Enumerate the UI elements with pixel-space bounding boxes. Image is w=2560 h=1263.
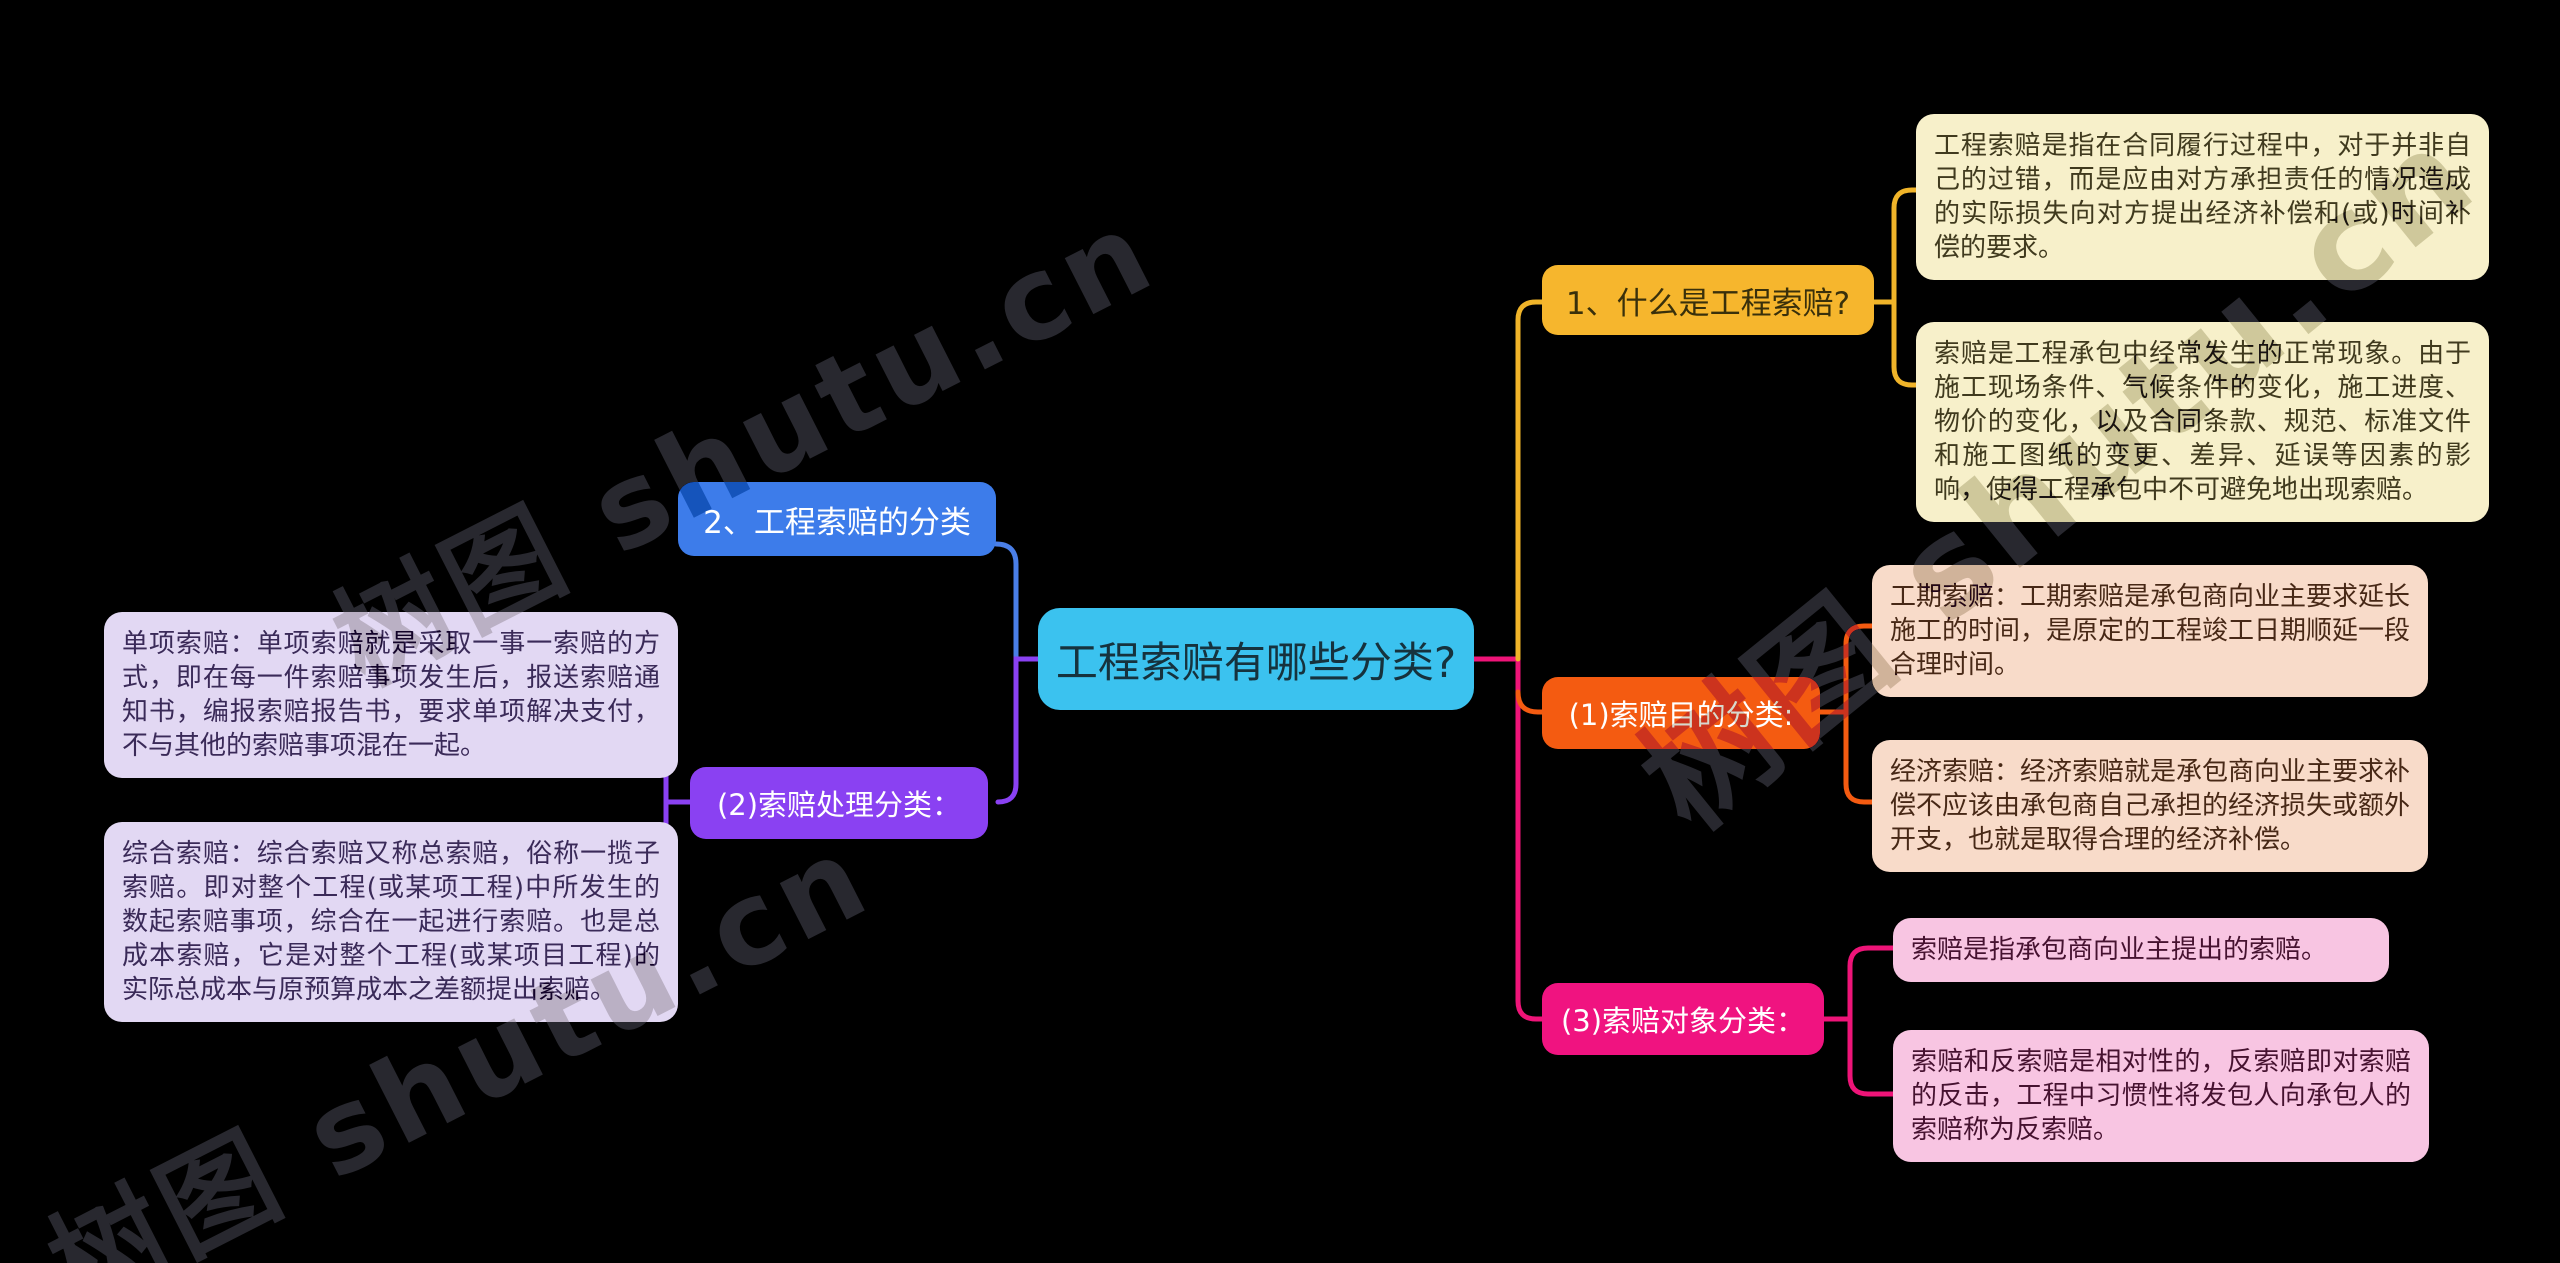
note-counterclaim[interactable]: 索赔和反索赔是相对性的，反索赔即对索赔的反击，工程中习惯性将发包人向承包人的索赔… xyxy=(1893,1030,2429,1162)
sub-node-purpose-classification[interactable]: (1)索赔目的分类: xyxy=(1542,677,1820,749)
note-comprehensive-claim[interactable]: 综合索赔：综合索赔又称总索赔，俗称一揽子索赔。即对整个工程(或某项工程)中所发生… xyxy=(104,822,678,1022)
connector-classification-to-spine xyxy=(993,541,1019,662)
note-economic-claim[interactable]: 经济索赔：经济索赔就是承包商向业主要求补偿不应该由承包商自己承担的经济损失或额外… xyxy=(1872,740,2428,872)
sub-node-handling-classification[interactable]: (2)索赔处理分类： xyxy=(690,767,988,839)
note-claim-normality[interactable]: 索赔是工程承包中经常发生的正常现象。由于施工现场条件、气候条件的变化，施工进度、… xyxy=(1916,322,2489,522)
branch-node-claim-classification[interactable]: 2、工程索赔的分类 xyxy=(678,482,996,556)
connector-purpose-to-notes xyxy=(1817,623,1875,805)
note-single-claim[interactable]: 单项索赔：单项索赔就是采取一事一索赔的方式，即在每一件索赔事项发生后，报送索赔通… xyxy=(104,612,678,778)
connector-what-to-notes xyxy=(1871,187,1921,388)
note-claim-definition[interactable]: 工程索赔是指在合同履行过程中，对于并非自己的过错，而是应由对方承担责任的情况造成… xyxy=(1916,114,2489,280)
connector-root-to-what xyxy=(1515,299,1545,662)
note-claim-to-owner[interactable]: 索赔是指承包商向业主提出的索赔。 xyxy=(1893,918,2389,982)
branch-node-what-is-claim[interactable]: 1、什么是工程索赔? xyxy=(1542,265,1874,335)
root-node[interactable]: 工程索赔有哪些分类? xyxy=(1038,608,1474,710)
connector-root-to-handling xyxy=(995,656,1043,805)
note-duration-claim[interactable]: 工期索赔：工期索赔是承包商向业主要求延长施工的时间，是原定的工程竣工日期顺延一段… xyxy=(1872,565,2428,697)
connector-root-to-purpose xyxy=(1515,689,1545,715)
sub-node-target-classification[interactable]: (3)索赔对象分类： xyxy=(1542,983,1824,1055)
connector-root-to-target xyxy=(1471,656,1545,1022)
connector-target-to-notes xyxy=(1821,945,1897,1097)
